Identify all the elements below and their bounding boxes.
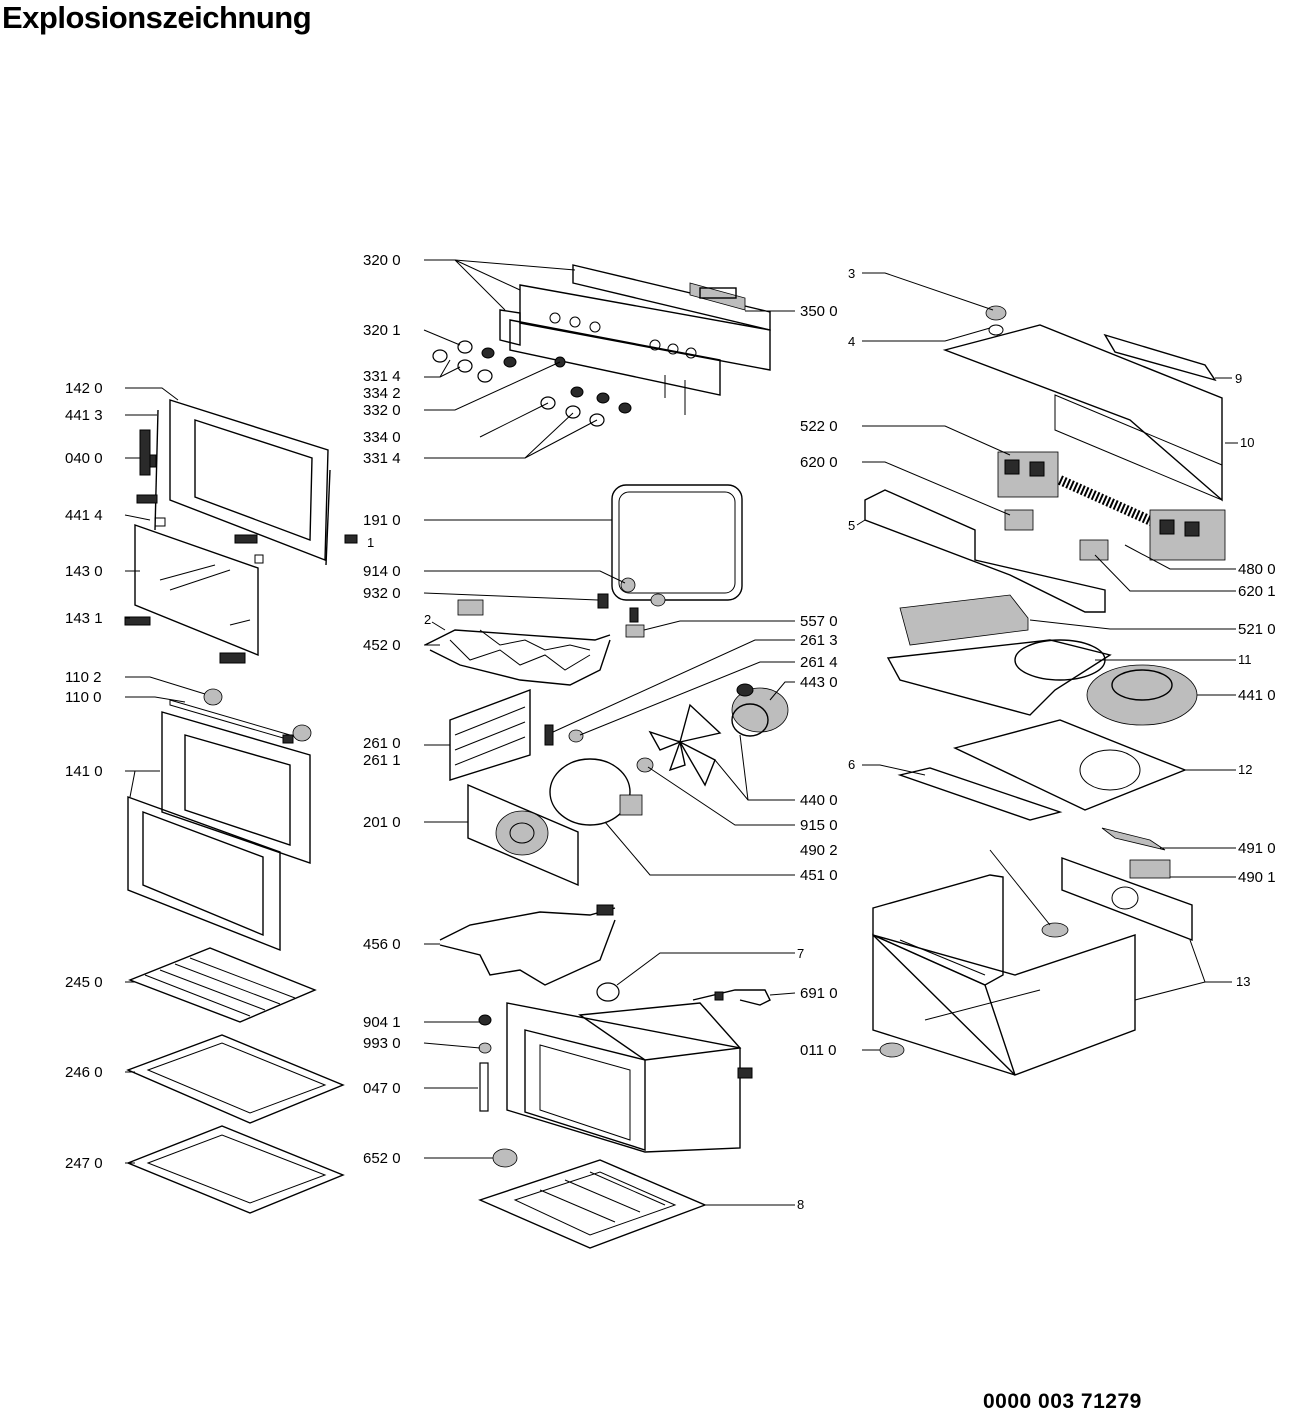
label-9140: 914 0 [363, 563, 401, 580]
fan-housing-part [886, 639, 1198, 726]
fan-motor-part [731, 683, 789, 737]
label-3314b: 331 4 [363, 450, 401, 467]
base-tray-part [478, 1159, 707, 1249]
label-8: 8 [797, 1197, 804, 1212]
label-4800: 480 0 [1238, 561, 1276, 578]
label-7: 7 [797, 946, 804, 961]
label-0470: 047 0 [363, 1080, 401, 1097]
label-6201: 620 1 [1238, 583, 1276, 600]
label-2460: 246 0 [65, 1064, 103, 1081]
label-2611: 261 1 [363, 752, 401, 769]
label-4520: 452 0 [363, 637, 401, 654]
wire-shelf-part [128, 947, 317, 1023]
label-6520: 652 0 [363, 1150, 401, 1167]
label-4400: 440 0 [800, 792, 838, 809]
label-3500: 350 0 [800, 303, 838, 320]
label-9041: 904 1 [363, 1014, 401, 1031]
label-9930: 993 0 [363, 1035, 401, 1052]
mounting-bracket-part [864, 489, 1106, 613]
document-number: 0000 003 71279 [983, 1390, 1142, 1413]
label-0110: 011 0 [800, 1042, 836, 1059]
hinge-part [139, 429, 157, 476]
label-3314a: 331 4 [363, 368, 401, 385]
fan-nut-part [597, 577, 666, 638]
label-4430: 443 0 [800, 674, 838, 691]
label-12: 12 [1238, 762, 1252, 777]
oven-cavity-part [506, 982, 753, 1153]
top-cover-part [942, 305, 1223, 502]
label-1102: 110 2 [65, 669, 101, 686]
label-3340: 334 0 [363, 429, 401, 446]
label-4414: 441 4 [65, 507, 103, 524]
label-2450: 245 0 [65, 974, 103, 991]
label-1100: 110 0 [65, 689, 101, 706]
label-4413: 441 3 [65, 407, 103, 424]
label-1: 1 [367, 535, 374, 550]
circular-heater-part [549, 758, 643, 826]
label-0400: 040 0 [65, 450, 103, 467]
outer-casing-part [872, 874, 1136, 1076]
door-clips-part [136, 494, 358, 564]
electronics-modules-part [997, 451, 1226, 561]
display-module-part [689, 282, 746, 311]
baking-tray-part [126, 1034, 345, 1124]
label-4560: 456 0 [363, 936, 401, 953]
terminal-block-part [1061, 827, 1193, 942]
label-3342: 334 2 [363, 385, 401, 402]
bottom-heater-part [439, 904, 616, 986]
small-hardware-part [478, 1014, 518, 1168]
drip-tray-part [126, 1125, 345, 1214]
insulation-plate-part [897, 719, 1187, 821]
label-5570: 557 0 [800, 613, 838, 630]
label-1431: 143 1 [65, 610, 103, 627]
label-4410: 441 0 [1238, 687, 1276, 704]
label-10: 10 [1240, 435, 1254, 450]
leader-lines [124, 259, 1238, 1206]
label-2614: 261 4 [800, 654, 838, 671]
label-2610: 261 0 [363, 735, 401, 752]
door-seal-part [611, 484, 743, 601]
label-9: 9 [1235, 371, 1242, 386]
heating-link-part [692, 989, 771, 1006]
label-3320: 332 0 [363, 402, 401, 419]
label-2613: 261 3 [800, 632, 838, 649]
control-board-part [899, 594, 1029, 646]
label-4510: 451 0 [800, 867, 838, 884]
label-3201: 320 1 [363, 322, 401, 339]
door-glass-part [127, 688, 312, 952]
label-2470: 247 0 [65, 1155, 103, 1172]
label-5220: 522 0 [800, 418, 838, 435]
label-6: 6 [848, 757, 855, 772]
label-2: 2 [424, 612, 431, 627]
label-6910: 691 0 [800, 985, 838, 1002]
fan-blade-part [636, 703, 722, 787]
rear-panel-part [467, 783, 579, 887]
grill-heater-part [424, 599, 611, 686]
inner-glass-part [124, 524, 259, 664]
knobs-part [432, 340, 632, 427]
page-title: Explosionszeichnung [2, 0, 312, 35]
label-1910: 191 0 [363, 512, 401, 529]
label-3: 3 [848, 266, 855, 281]
label-1430: 143 0 [65, 563, 103, 580]
label-9320: 932 0 [363, 585, 401, 602]
label-1410: 141 0 [65, 763, 103, 780]
label-13: 13 [1236, 974, 1250, 989]
label-4901: 490 1 [1238, 869, 1276, 886]
label-9150: 915 0 [800, 817, 838, 834]
label-4902: 490 2 [800, 842, 838, 859]
label-5210: 521 0 [1238, 621, 1276, 638]
label-5: 5 [848, 518, 855, 533]
door-frame-part [154, 399, 331, 566]
label-2010: 201 0 [363, 814, 401, 831]
part-labels: 320 0 350 0 320 1 331 4 334 2 332 0 334 … [65, 252, 1276, 1212]
shelf-rails-part [449, 688, 584, 781]
label-3200: 320 0 [363, 252, 401, 269]
label-11: 11 [1238, 652, 1252, 667]
label-4: 4 [848, 334, 855, 349]
label-1420: 142 0 [65, 380, 103, 397]
label-4910: 491 0 [1238, 840, 1276, 857]
label-6200: 620 0 [800, 454, 838, 471]
